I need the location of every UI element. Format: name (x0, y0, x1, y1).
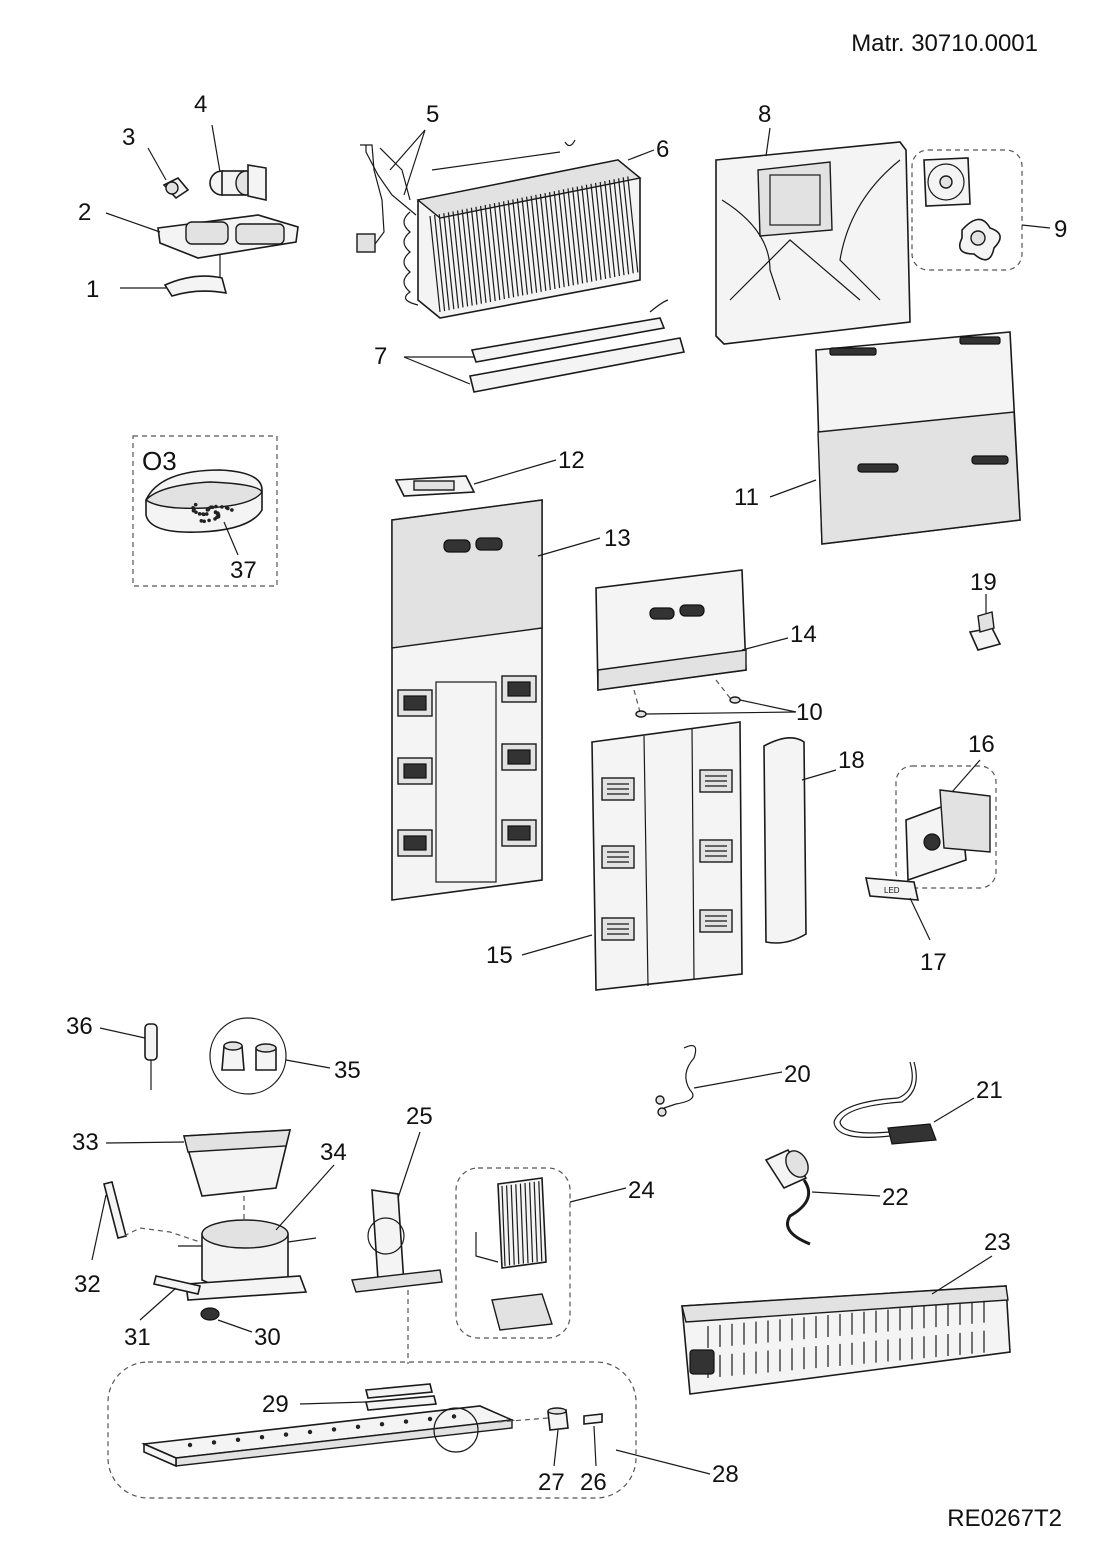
callout-36: 36 (66, 1013, 93, 1040)
callout-34: 34 (320, 1139, 347, 1166)
part-1-gasket (163, 275, 228, 297)
callout-10: 10 (796, 699, 823, 726)
part-24-condenser-group (455, 1167, 571, 1339)
part-35-grommets (209, 1017, 287, 1095)
callout-2: 2 (78, 199, 91, 226)
part-5-sensor-cables (356, 144, 417, 253)
part-23-back-grille (681, 1285, 1011, 1395)
callout-25: 25 (406, 1103, 433, 1130)
callout-13: 13 (604, 525, 631, 552)
part-25-condenser-fan (351, 1189, 443, 1293)
part-31-mounting-bracket (153, 1275, 201, 1295)
callout-5: 5 (426, 101, 439, 128)
part-15-air-duct (591, 721, 743, 991)
ozone-label: O3 (142, 446, 177, 476)
drawing-reference: RE0267T2 (947, 1505, 1062, 1532)
callout-8: 8 (758, 101, 771, 128)
material-number: Matr. 30710.0001 (851, 30, 1038, 57)
part-21-power-cord (833, 1061, 937, 1145)
part-28-fan-holder-plate (140, 1405, 516, 1468)
callout-37: 37 (230, 557, 257, 584)
callout-35: 35 (334, 1057, 361, 1084)
callout-1: 1 (86, 276, 99, 303)
part-20-ground-wire (655, 1045, 697, 1117)
part-24-condenser (475, 1177, 553, 1331)
callout-19: 19 (970, 569, 997, 596)
part-2-lamp-housing (157, 214, 299, 278)
part-19-door-switch (968, 611, 1002, 651)
part-8-evaporator-cover (715, 141, 911, 345)
part-34-compressor (178, 1196, 317, 1301)
callout-4: 4 (194, 91, 207, 118)
part-30-rubber-foot (200, 1307, 220, 1321)
callout-16: 16 (968, 731, 995, 758)
part-26-pin (583, 1413, 603, 1425)
led-label: LED (884, 886, 900, 895)
callout-29: 29 (262, 1391, 289, 1418)
callout-11: 11 (734, 484, 759, 511)
part-37-ozone-filter (144, 469, 263, 533)
callout-3: 3 (122, 124, 135, 151)
part-11-rear-panel (815, 331, 1021, 545)
callout-32: 32 (74, 1271, 101, 1298)
callout-6: 6 (656, 136, 669, 163)
callout-26: 26 (580, 1469, 607, 1496)
callout-22: 22 (882, 1184, 909, 1211)
part-27-damper (497, 1407, 569, 1431)
callout-17: 17 (920, 949, 947, 976)
part-13-inner-panel (391, 499, 543, 901)
callout-33: 33 (72, 1129, 99, 1156)
callout-24: 24 (628, 1177, 655, 1204)
part-4-thermostat (209, 164, 267, 201)
callout-20: 20 (784, 1061, 811, 1088)
part-18-side-trim (763, 737, 807, 944)
part-12-filter-cover (394, 475, 476, 497)
callout-12: 12 (558, 447, 585, 474)
part-9-fan (923, 157, 1001, 261)
part-33-evaporation-tray (182, 1129, 292, 1197)
callout-7: 7 (374, 343, 387, 370)
part-16-control-module (905, 789, 991, 882)
part-14-duct-cover (595, 569, 747, 691)
part-10-screws (633, 679, 741, 718)
part-7-drain-channels (469, 299, 686, 393)
part-3-lamp-bulb (162, 177, 190, 200)
callout-18: 18 (838, 747, 865, 774)
callout-30: 30 (254, 1324, 281, 1351)
callout-9: 9 (1054, 216, 1067, 243)
part-29-foam-strips (364, 1383, 438, 1411)
callout-15: 15 (486, 942, 513, 969)
part-36-temperature-probe (144, 1023, 158, 1090)
part-16-control-group (895, 765, 997, 889)
callout-31: 31 (124, 1324, 151, 1351)
callout-21: 21 (976, 1077, 1003, 1104)
callout-14: 14 (790, 621, 817, 648)
part-22-capacitor (764, 1148, 811, 1246)
callout-28: 28 (712, 1461, 739, 1488)
part-32-filler-tube (103, 1181, 201, 1243)
callout-27: 27 (538, 1469, 565, 1496)
ozone-filter-group (132, 435, 278, 587)
part-17-led-panel: LED (864, 877, 920, 901)
part-9-fan-kit-group (911, 149, 1023, 271)
part-6-evaporator (403, 139, 642, 319)
callout-23: 23 (984, 1229, 1011, 1256)
